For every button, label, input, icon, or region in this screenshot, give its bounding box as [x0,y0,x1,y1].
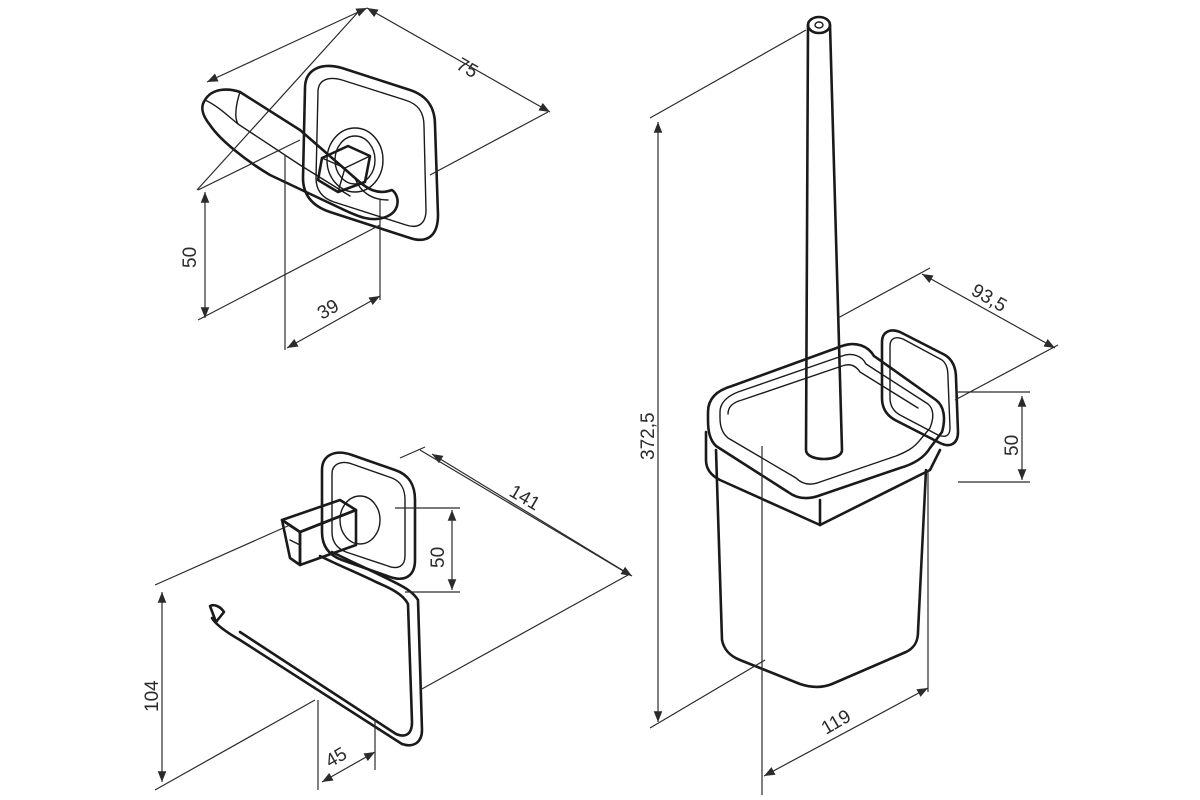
dim-hook-depth: 39 [314,296,343,325]
dim-paper-holder-length: 141 [506,481,544,515]
dim-brush-plate-height: 50 [1002,435,1023,456]
robe-hook-drawing: 75 50 39 [180,7,551,350]
toilet-brush-drawing: 372,5 93,5 50 119 [638,15,1059,795]
dim-brush-cup-width: 119 [818,706,855,739]
paper-holder-drawing: 141 50 104 45 [142,446,633,791]
dim-paper-holder-plate: 50 [428,547,449,568]
dim-paper-holder-height: 104 [142,680,163,712]
dim-hook-height: 50 [180,247,201,268]
dim-brush-total-height: 372,5 [638,412,659,460]
